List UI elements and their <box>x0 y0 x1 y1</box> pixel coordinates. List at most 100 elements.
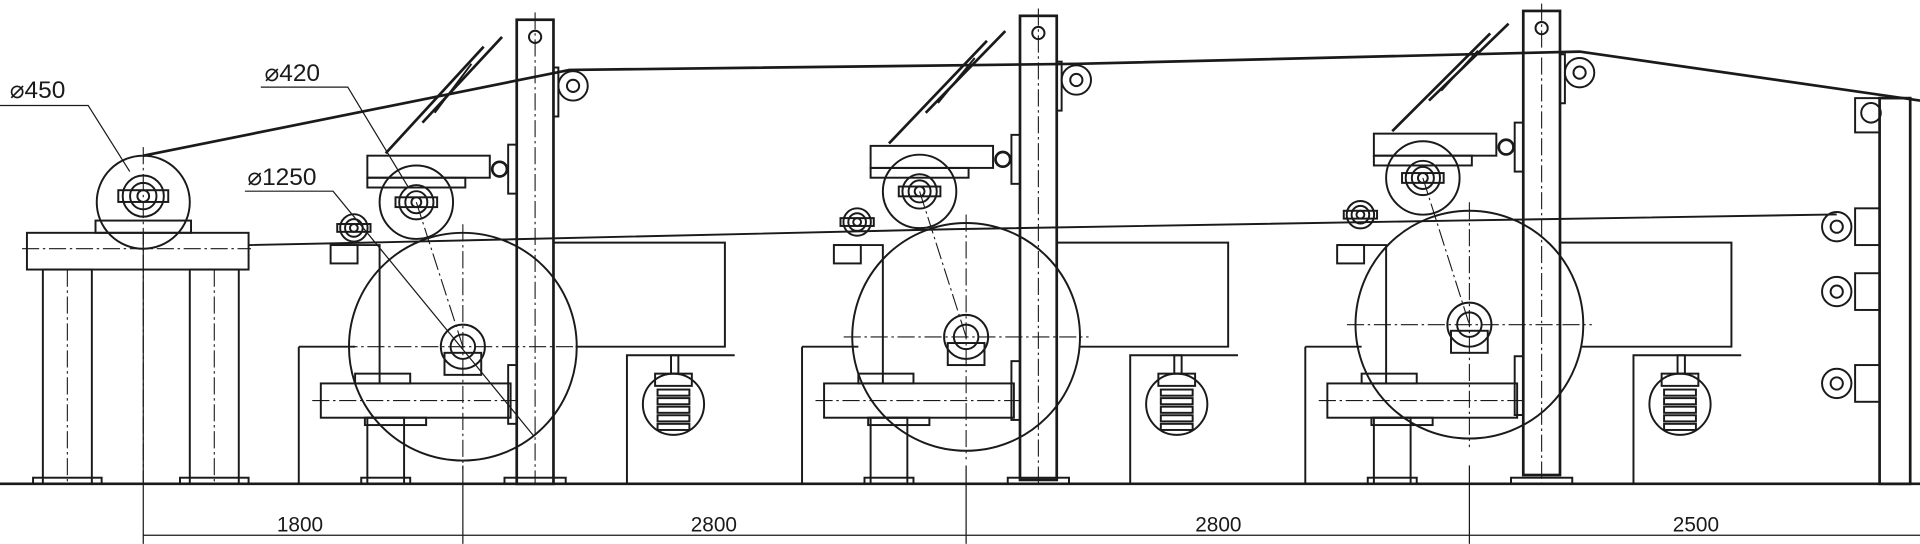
line-work <box>867 416 931 427</box>
line-work <box>503 476 567 485</box>
press-arm <box>1372 132 1498 157</box>
line-work <box>1159 405 1194 414</box>
web-guide-bearing <box>842 207 872 237</box>
dryer-housing <box>553 241 726 348</box>
diameter-label-420: ⌀420 <box>264 60 320 87</box>
line-work <box>421 35 504 124</box>
press-roller-1 <box>378 164 455 240</box>
machine-geometry <box>0 3 1920 486</box>
drum-hub <box>439 323 486 370</box>
line-work <box>410 196 423 209</box>
line-work <box>852 217 863 227</box>
arm-pivot <box>1497 138 1515 156</box>
line-work <box>656 414 691 423</box>
line-work <box>1663 405 1697 414</box>
line-work <box>1572 65 1587 80</box>
line-work <box>1510 476 1574 485</box>
line-work <box>857 372 915 385</box>
line-work <box>1854 272 1881 311</box>
line-work <box>907 179 932 204</box>
line-work <box>179 476 250 485</box>
line-work <box>32 476 103 485</box>
line-work <box>1663 397 1697 406</box>
line-work <box>433 63 473 114</box>
housing-lower <box>625 354 735 484</box>
drum-hub <box>1446 301 1493 348</box>
arm-pivot <box>490 160 509 178</box>
line-work <box>1366 476 1418 485</box>
end-guide-roller <box>1821 275 1853 308</box>
press-roller-bearing <box>398 184 435 221</box>
line-work <box>329 244 359 265</box>
line-work <box>1342 209 1379 220</box>
housing-lower <box>1129 354 1238 484</box>
base-pedestal <box>869 416 909 485</box>
line-work <box>924 30 1007 114</box>
web-guide-bearing <box>1345 199 1376 230</box>
pneumatic-cylinder <box>1391 32 1492 133</box>
unwind-stand-table <box>25 231 250 271</box>
drive-motor <box>1450 329 1489 354</box>
line-work <box>1010 133 1021 185</box>
line-work <box>1860 102 1882 124</box>
line-work <box>869 166 970 179</box>
line-work <box>1355 209 1366 220</box>
line-work <box>952 323 980 351</box>
line-work <box>1440 49 1479 92</box>
line-work <box>507 143 518 195</box>
dryer-housing <box>1056 241 1230 348</box>
line-work <box>565 78 581 93</box>
web-guide-bearing <box>339 213 369 243</box>
line-work <box>348 223 359 233</box>
dimension-2500: 2500 <box>1673 514 1719 537</box>
diameter-label-1250: ⌀1250 <box>247 164 316 191</box>
dimension-2800-a: 2800 <box>691 514 737 537</box>
diameter-label-450: ⌀450 <box>10 77 66 104</box>
web-upper <box>142 50 1920 157</box>
line-work <box>863 476 915 485</box>
line-work <box>1410 165 1435 190</box>
line-work <box>919 191 967 338</box>
line-work <box>1676 354 1686 375</box>
line-work <box>847 212 867 232</box>
line-work <box>1173 354 1183 375</box>
line-work <box>1663 388 1697 397</box>
line-work <box>1159 414 1194 423</box>
line-work <box>1159 397 1194 406</box>
press-roller-2 <box>881 153 958 230</box>
line-work <box>1829 219 1844 234</box>
pneumatic-cylinder <box>888 39 988 145</box>
line-work <box>832 244 862 265</box>
guide-roller <box>557 70 589 102</box>
line-work <box>833 244 884 384</box>
line-work <box>1829 376 1844 391</box>
housing-lower <box>1632 354 1742 484</box>
dimension-1800: 1800 <box>277 514 323 537</box>
line-work <box>656 422 691 431</box>
drum-hub <box>943 313 990 360</box>
press-roller-3 <box>1385 140 1461 216</box>
line-work <box>354 372 412 385</box>
line-work <box>1559 53 1566 105</box>
line-work <box>1370 416 1434 427</box>
line-work <box>913 185 926 198</box>
line-work <box>330 244 381 384</box>
arm-pivot <box>994 150 1012 169</box>
column-pin <box>1534 20 1549 36</box>
line-work <box>507 364 518 425</box>
column-pin <box>528 29 543 44</box>
line-work <box>1010 360 1021 421</box>
diameter-callout-450: ⌀450 <box>0 77 131 172</box>
line-work <box>656 388 691 397</box>
line-work <box>670 354 680 375</box>
drive-motor <box>946 342 986 367</box>
diameter-callout-420: ⌀420 <box>260 60 409 187</box>
line-work <box>1428 22 1510 102</box>
line-work <box>1159 422 1194 431</box>
line-work <box>1401 172 1445 184</box>
dimension-2800-b: 2800 <box>1195 514 1241 537</box>
line-work <box>656 405 691 414</box>
line-work <box>1055 60 1063 112</box>
line-work <box>1336 244 1366 265</box>
